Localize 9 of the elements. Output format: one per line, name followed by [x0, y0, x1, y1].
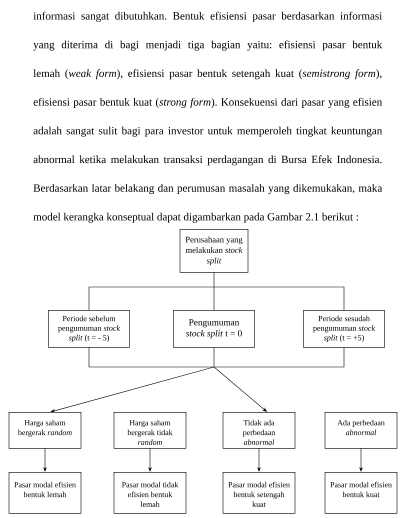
connector-line [214, 286, 344, 310]
text-box: Pengumuman stock split t = 0 [173, 310, 255, 348]
text-box: Periode sebelum pengumuman stock split (t = - 5) [48, 310, 130, 348]
text-box: Periode sesudah pengumuman stock split (t = +5) [303, 310, 385, 348]
connector-line [88, 286, 214, 310]
text-box: Perusahaan yang melakukan stock split [180, 229, 248, 273]
connector-line [88, 347, 214, 368]
paragraph: informasi sangat dibutuhkan. Bentuk efisiensi pasar berdasarkan informasi yang diterima di bagi menjadi tiga bagian yaitu: efisiensi pasar bentuk lemah (weak form), efisiensi pasar bentuk setengah kuat (semistrong form), efisiensi pasar bentuk kuat (strong form). Konsekuensi dari pasar yang efisien adalah sangat sulit bagi para investor untuk memperoleh tingkat keuntungan abnormal ketika melakukan transaksi perdagangan di Bursa Efek Indonesia. Berdasarkan latar belakang dan perumusan masalah yang dikemukakan, maka model kerangka konseptual dapat digambarkan pada Gambar 2.1 berikut : [33, 12, 382, 223]
connector-line [214, 347, 344, 368]
